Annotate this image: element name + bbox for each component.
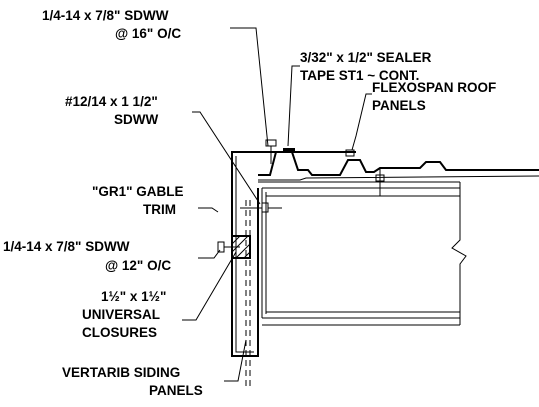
label-roof-1: FLEXOSPAN ROOF [372, 80, 496, 95]
roof-screw [375, 168, 385, 196]
siding-panel [245, 200, 251, 386]
label-closure-2: UNIVERSAL [82, 307, 160, 322]
label-siding-1: VERTARIB SIDING [62, 365, 180, 380]
side-screw [217, 241, 240, 253]
endwall-section [258, 181, 467, 326]
label-gable-2: TRIM [143, 202, 176, 217]
label-siding-2: PANELS [149, 383, 203, 398]
gable-trim [231, 151, 356, 357]
stitch-screw [240, 202, 282, 213]
label-screw-side-1: 1/4-14 x 7/8" SDWW [3, 239, 130, 254]
label-stitch-1: #12/14 x 1 1/2" [65, 94, 158, 109]
label-gable-1: "GR1" GABLE [92, 184, 184, 199]
label-sealer-1: 3/32" x 1/2" SEALER [300, 50, 432, 65]
label-screw-top-2: @ 16" O/C [115, 26, 181, 41]
label-screw-side-2: @ 12" O/C [105, 258, 171, 273]
label-stitch-2: SDWW [114, 112, 158, 127]
leaders [182, 27, 372, 382]
roof-panel [258, 151, 539, 181]
roof-mark [345, 149, 355, 157]
label-sealer-2: TAPE ST1 ~ CONT. [300, 68, 419, 83]
label-closure-1: 1½" x 1½" [101, 289, 166, 304]
label-screw-top-1: 1/4-14 x 7/8" SDWW [42, 8, 169, 23]
top-screw [265, 139, 295, 164]
label-roof-2: PANELS [372, 98, 426, 113]
label-closure-3: CLOSURES [82, 325, 157, 340]
